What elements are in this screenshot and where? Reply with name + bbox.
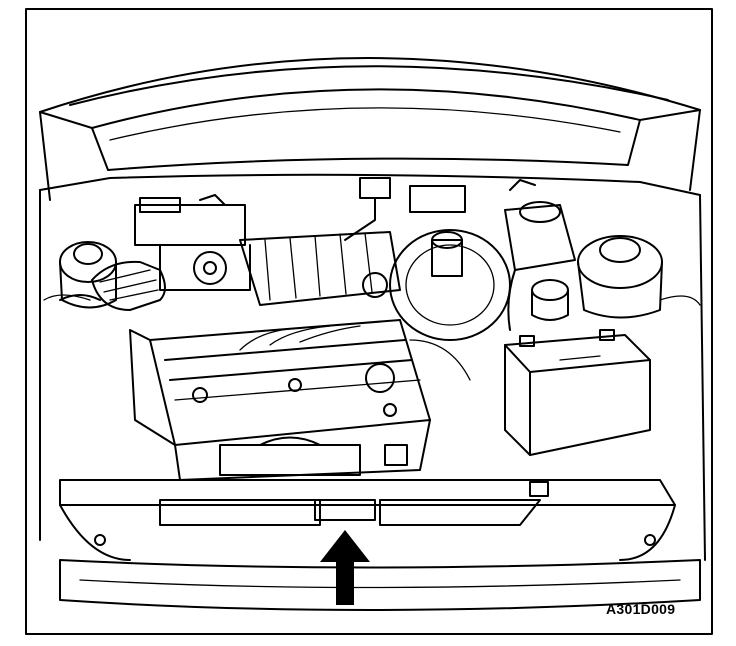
right-strut-tower — [577, 235, 663, 319]
coolant-reservoir — [504, 179, 576, 271]
spark-plug-wires — [239, 325, 471, 381]
power-steering-reservoir — [507, 269, 569, 331]
radiator-support — [59, 479, 676, 561]
id-label-plate — [314, 499, 376, 521]
air-intake-hose — [59, 260, 166, 311]
figure-border — [25, 8, 713, 635]
left-strut-tower — [59, 241, 117, 309]
battery — [504, 329, 651, 456]
bumper — [59, 559, 701, 611]
body-outline — [39, 173, 706, 561]
engine-lower — [174, 419, 431, 481]
sensor-connector — [344, 177, 466, 241]
brake-booster — [389, 229, 511, 341]
hood — [39, 57, 701, 201]
up-arrow-icon — [320, 530, 370, 605]
throttle-body — [134, 194, 251, 291]
intake-plenum — [239, 231, 401, 306]
figure-code: A301D009 — [606, 601, 676, 617]
